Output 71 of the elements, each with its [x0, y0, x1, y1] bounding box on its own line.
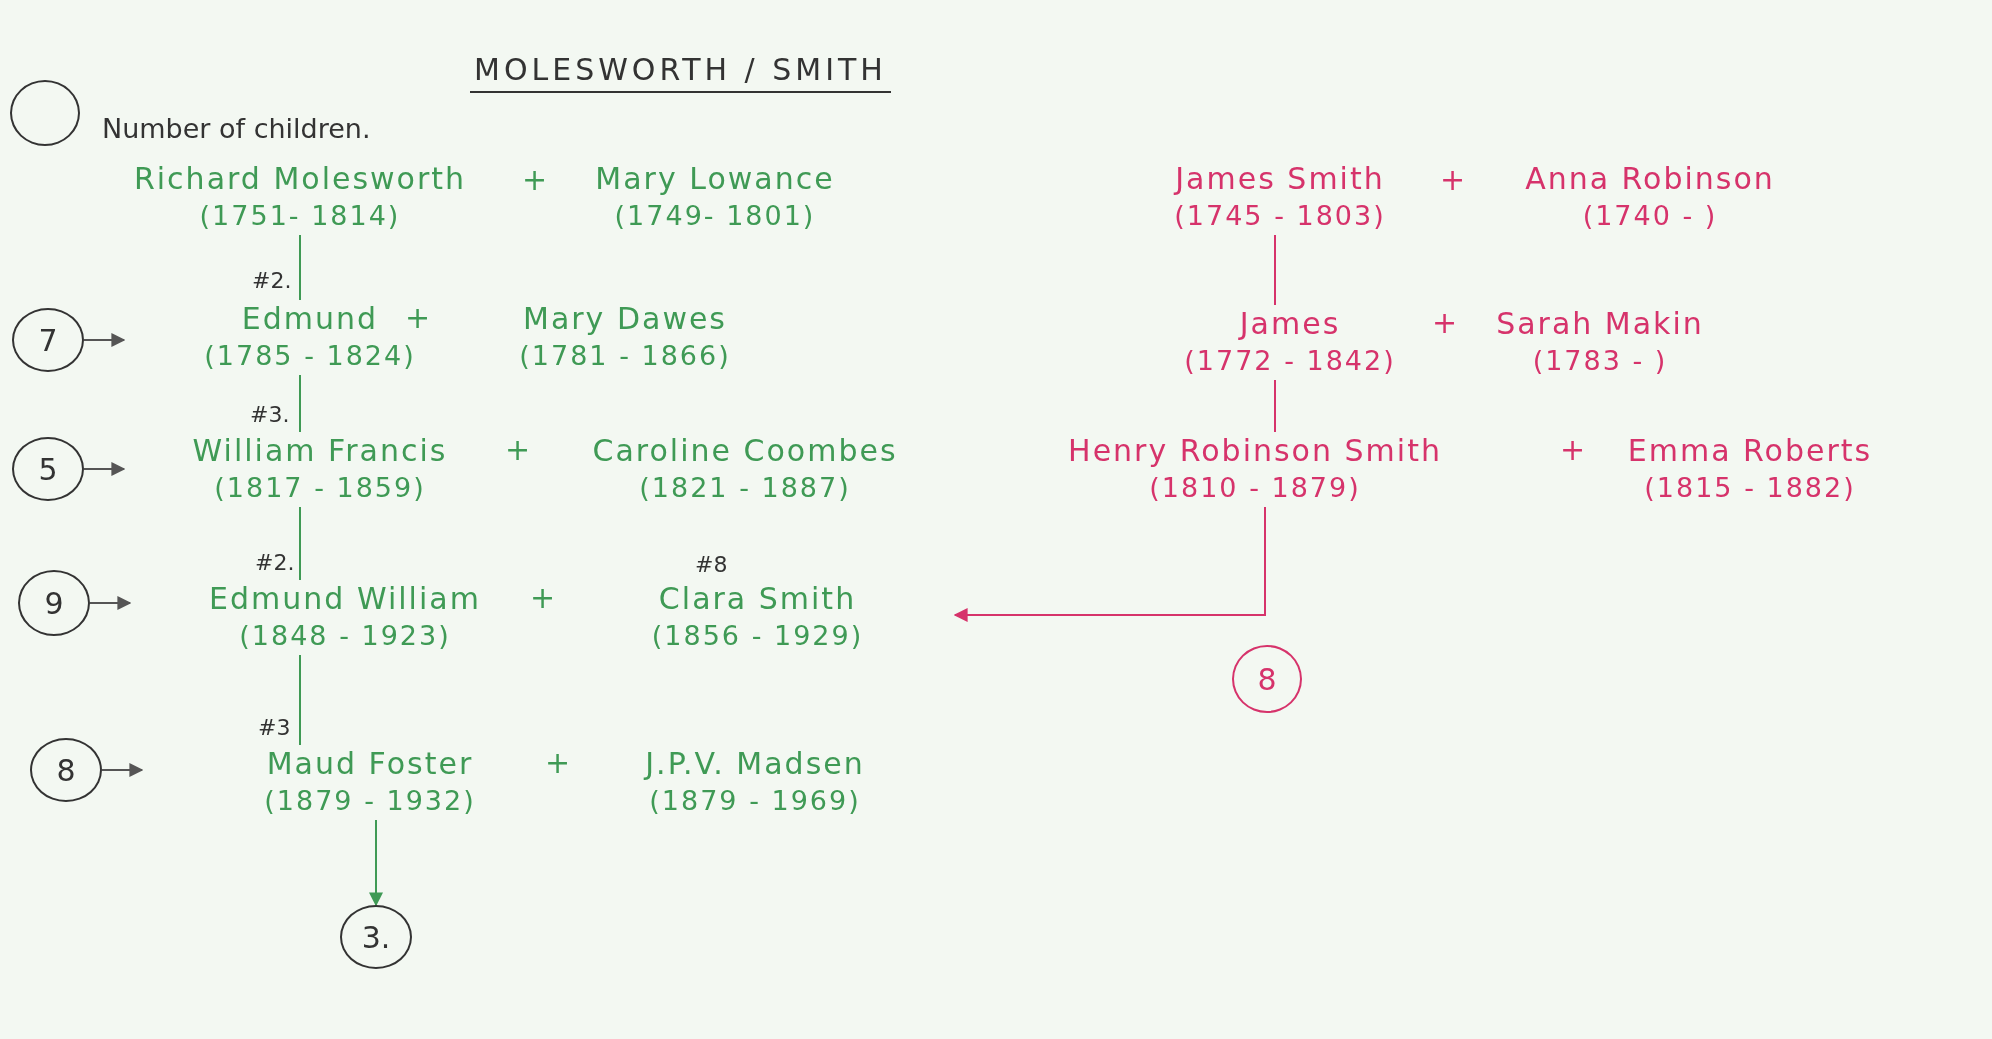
generation-note: #8: [695, 552, 728, 577]
plus-sign: +: [530, 580, 556, 615]
child-count: 8: [1257, 661, 1277, 697]
arrow: [89, 596, 132, 610]
life-dates: (1848 - 1923): [239, 619, 451, 653]
life-dates: (1781 - 1866): [519, 339, 731, 373]
count-circle: [1232, 645, 1302, 713]
life-dates: (1879 - 1932): [264, 784, 476, 818]
connector-line: [299, 654, 301, 746]
arrow: [83, 462, 126, 476]
connector-line: [299, 374, 301, 433]
person-name: Anna Robinson: [1525, 160, 1775, 198]
generation-note: #3: [258, 715, 291, 740]
arrow: [369, 819, 383, 907]
child-count: 9: [44, 585, 64, 621]
count-circle: [30, 738, 102, 802]
person-name: Mary Lowance: [595, 160, 835, 198]
child-count: 5: [38, 451, 58, 487]
generation-note: #2.: [252, 268, 292, 293]
plus-sign: +: [522, 162, 548, 197]
life-dates: (1751- 1814): [199, 199, 401, 233]
person-name: Henry Robinson Smith: [1068, 432, 1442, 470]
plus-sign: +: [405, 300, 431, 335]
person-name: Clara Smith: [658, 580, 857, 618]
person-name: Mary Dawes: [523, 300, 727, 338]
life-dates: (1821 - 1887): [639, 471, 851, 505]
person-name: William Francis: [192, 432, 448, 470]
person-name: Edmund William: [209, 580, 481, 618]
count-circle: [340, 905, 412, 969]
generation-note: #3.: [250, 402, 290, 427]
life-dates: (1817 - 1859): [214, 471, 426, 505]
arrow: [101, 763, 144, 777]
generation-note: #2.: [255, 550, 295, 575]
person-name: Sarah Makin: [1496, 305, 1704, 343]
plus-sign: +: [1432, 305, 1458, 340]
life-dates: (1772 - 1842): [1184, 344, 1396, 378]
title: MOLESWORTH / SMITH: [470, 52, 891, 93]
connector-line: [1274, 379, 1276, 433]
connector-line: [1274, 234, 1276, 306]
person-name: Maud Foster: [266, 745, 474, 783]
plus-sign: +: [505, 432, 531, 467]
count-circle: [18, 570, 90, 636]
connector-line: [299, 234, 301, 301]
life-dates: (1879 - 1969): [649, 784, 861, 818]
life-dates: (1740 - ): [1582, 199, 1718, 233]
life-dates: (1815 - 1882): [1644, 471, 1856, 505]
plus-sign: +: [1440, 162, 1466, 197]
life-dates: (1785 - 1824): [204, 339, 416, 373]
person-name: Caroline Coombes: [592, 432, 898, 470]
count-circle: [12, 437, 84, 501]
legend-text: Number of children.: [102, 112, 371, 144]
plus-sign: +: [545, 745, 571, 780]
count-circle: [12, 308, 84, 372]
life-dates: (1783 - ): [1532, 344, 1668, 378]
connector-line: [299, 506, 301, 581]
person-name: Richard Molesworth: [133, 160, 467, 198]
arrow: [953, 506, 1266, 622]
arrow: [83, 333, 126, 347]
child-count: 8: [56, 752, 76, 788]
child-count: 3.: [361, 919, 391, 955]
person-name: J.P.V. Madsen: [645, 745, 865, 783]
life-dates: (1810 - 1879): [1149, 471, 1361, 505]
plus-sign: +: [1560, 432, 1586, 467]
person-name: Emma Roberts: [1627, 432, 1873, 470]
life-dates: (1749- 1801): [614, 199, 816, 233]
life-dates: (1856 - 1929): [651, 619, 864, 653]
life-dates: (1745 - 1803): [1174, 199, 1386, 233]
person-name: Edmund: [241, 300, 379, 338]
person-name: James Smith: [1175, 160, 1385, 198]
child-count: 7: [38, 322, 58, 358]
person-name: James: [1239, 305, 1341, 343]
